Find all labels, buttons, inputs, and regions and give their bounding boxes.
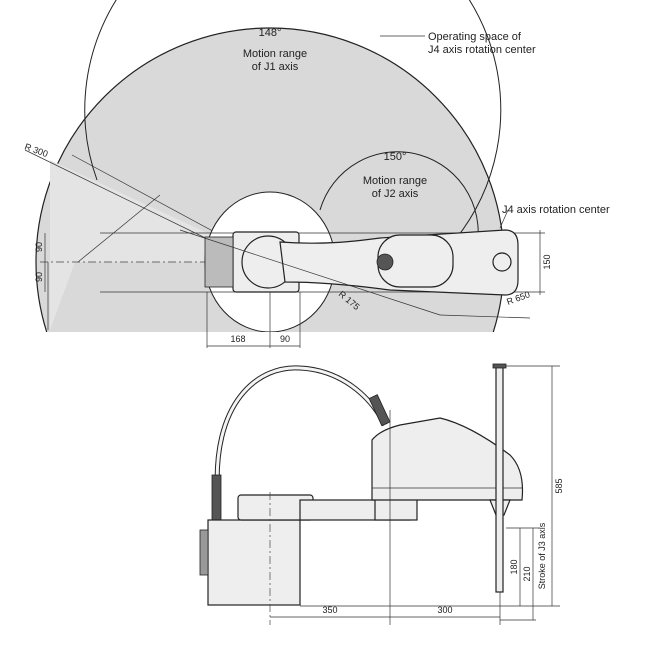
j2-label: of J2 axis (372, 188, 419, 200)
operating-space-label: J4 axis rotation center (428, 44, 536, 56)
dim-585: 585 (554, 478, 564, 493)
j2-joint (376, 253, 394, 271)
stroke-j3-label: Stroke of J3 axis (537, 522, 547, 589)
dim-350: 350 (322, 605, 337, 615)
j2-motion-arc (319, 151, 479, 256)
j2-housing (374, 497, 418, 521)
j4-leader (499, 209, 509, 229)
j2-label: Motion range (363, 175, 427, 187)
cable-inner (215, 366, 387, 501)
dim-90-upper: 90 (34, 242, 44, 252)
dim-180: 180 (509, 559, 519, 574)
base-body (207, 519, 301, 606)
j4-shaft (492, 252, 512, 272)
dim-90-lower: 90 (34, 272, 44, 282)
top-view (24, 0, 545, 332)
r300-line (77, 194, 161, 263)
shaft-cap (492, 363, 507, 369)
j1-excluded-wedge (50, 160, 270, 330)
j2-angle: 150° (384, 151, 407, 163)
operating-space-label: Operating space of (428, 31, 522, 43)
side-view (199, 363, 560, 625)
j4-center-label: J4 axis rotation center (502, 204, 610, 216)
j1-label: Motion range (243, 48, 307, 60)
dim-210: 210 (522, 566, 532, 581)
base-connector (199, 529, 209, 576)
dim-150: 150 (542, 254, 552, 269)
arm2-head (371, 417, 524, 501)
dim-168: 168 (230, 334, 245, 344)
cable (214, 365, 388, 501)
j1-label: of J1 axis (252, 61, 299, 73)
ball-screw-shaft (495, 366, 504, 593)
r300-label: R 300 (23, 141, 49, 159)
connector-block (204, 236, 234, 288)
r650-line (179, 229, 441, 316)
dim-300: 300 (437, 605, 452, 615)
j1-motion-arc (84, 0, 502, 241)
cable-spring (368, 394, 391, 427)
r650-leader (439, 314, 531, 319)
dim-90-bottom: 90 (280, 334, 290, 344)
cable-spring (211, 474, 222, 521)
j1-angle: 148° (259, 27, 282, 39)
